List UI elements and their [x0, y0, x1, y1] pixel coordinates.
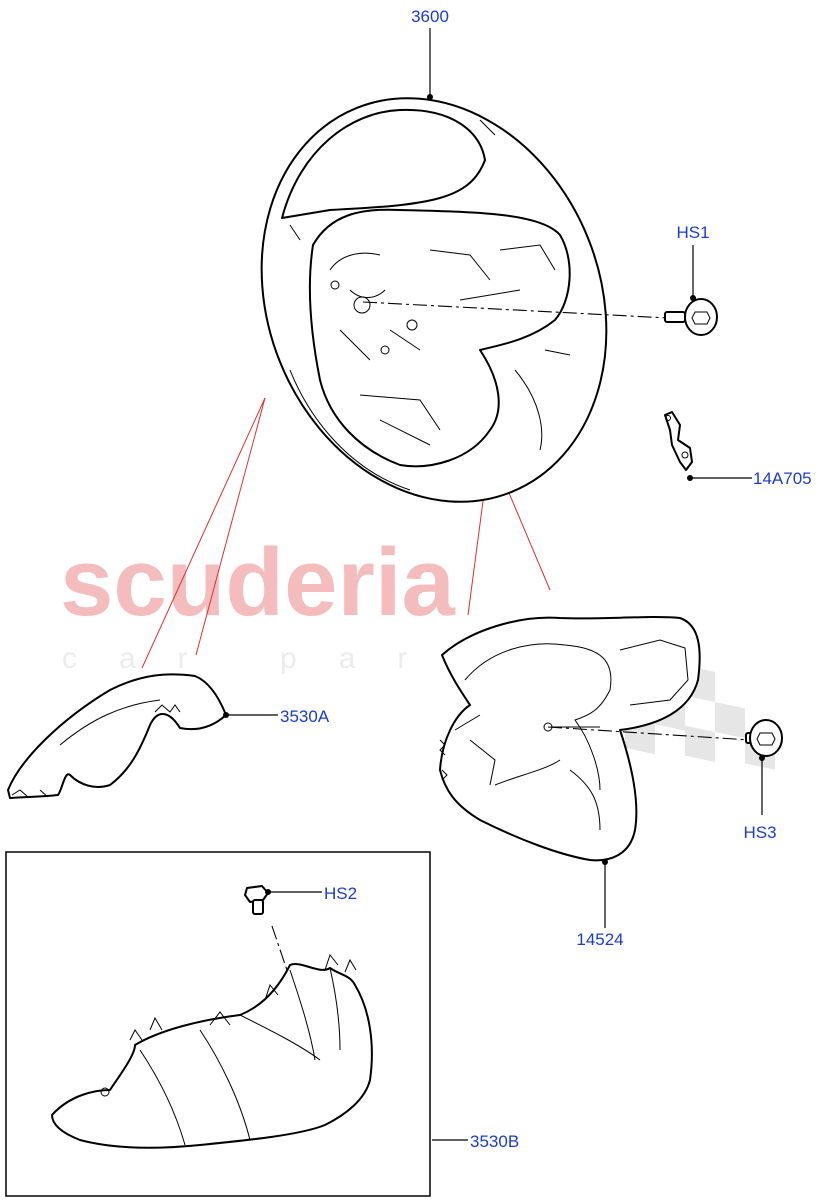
- leader-dot-14524: [602, 859, 608, 865]
- leader-dot-hs2: [265, 889, 271, 895]
- steering-wheel-part[interactable]: [203, 46, 666, 554]
- watermark-subtitle: car parts: [62, 642, 557, 675]
- leader-dot-hs1: [690, 295, 696, 301]
- label-hs3[interactable]: HS3: [743, 823, 776, 842]
- label-14524[interactable]: 14524: [576, 930, 623, 949]
- label-hs1[interactable]: HS1: [676, 223, 709, 242]
- clip-14a705-part[interactable]: [664, 411, 693, 471]
- leader-dot-3530a: [223, 712, 229, 718]
- bolt-hs3-part[interactable]: [745, 719, 783, 757]
- bezel-14524-part[interactable]: [439, 616, 701, 862]
- lower-shroud-part[interactable]: [51, 953, 373, 1149]
- alignment-line-hs3: [547, 726, 751, 741]
- lower-shroud-inset-frame: [5, 851, 431, 1197]
- label-3530a[interactable]: 3530A: [280, 707, 330, 726]
- label-3530b[interactable]: 3530B: [470, 1132, 519, 1151]
- label-14a705[interactable]: 14A705: [753, 469, 812, 488]
- leader-dot-hs3: [759, 755, 765, 761]
- leader-dot-14a705: [687, 475, 693, 481]
- screw-hs2-part[interactable]: [244, 885, 269, 915]
- bolt-hs1-part[interactable]: [664, 298, 718, 336]
- upper-shroud-part[interactable]: [7, 673, 227, 799]
- label-hs2[interactable]: HS2: [324, 884, 357, 903]
- alignment-line-hs1: [362, 301, 669, 319]
- watermark-brand: scuderia: [60, 529, 455, 636]
- label-3600[interactable]: 3600: [411, 7, 449, 26]
